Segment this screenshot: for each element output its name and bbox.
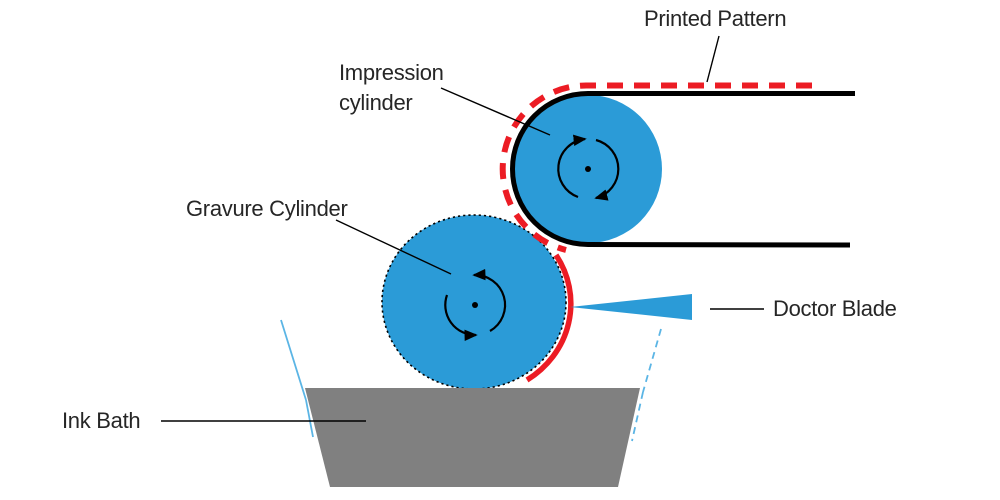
doctor-blade-label: Doctor Blade (773, 296, 897, 321)
printed-pattern-leader-line (706, 35, 720, 83)
impression-cylinder-label-line1: Impression (339, 60, 444, 85)
ink-film-arc (525, 253, 574, 383)
gravure-center-dot (472, 302, 478, 308)
impression-center-dot (585, 166, 591, 172)
gravure-rotation-arrow-left (444, 294, 478, 341)
gravure-cylinder (381, 214, 567, 390)
gravure-cylinder-label: Gravure Cylinder (186, 196, 348, 221)
gravure-rotation-arrow-right (472, 268, 507, 332)
printed-pattern-label: Printed Pattern (644, 6, 787, 31)
impression-cylinder-leader-line (440, 87, 551, 136)
printed-pattern-dashes (499, 82, 812, 253)
bath-wall-line-right-upper (642, 328, 662, 393)
bath-wall-line-left-upper (280, 319, 307, 401)
bath-wall-line-left-lower (305, 399, 314, 438)
impression-rotation-arrow-left (557, 134, 587, 199)
impression-cylinder-label: Impression cylinder (339, 58, 444, 118)
impression-rotation-arrow-right (594, 138, 620, 201)
ink-bath-label: Ink Bath (62, 408, 141, 433)
doctor-blade (570, 294, 692, 320)
impression-cylinder-label-line2: cylinder (339, 90, 413, 115)
bath-wall-line-right-lower (631, 391, 644, 442)
substrate-web (510, 91, 855, 248)
gravure-cylinder-leader-line (335, 219, 452, 275)
ink-bath (305, 388, 640, 487)
